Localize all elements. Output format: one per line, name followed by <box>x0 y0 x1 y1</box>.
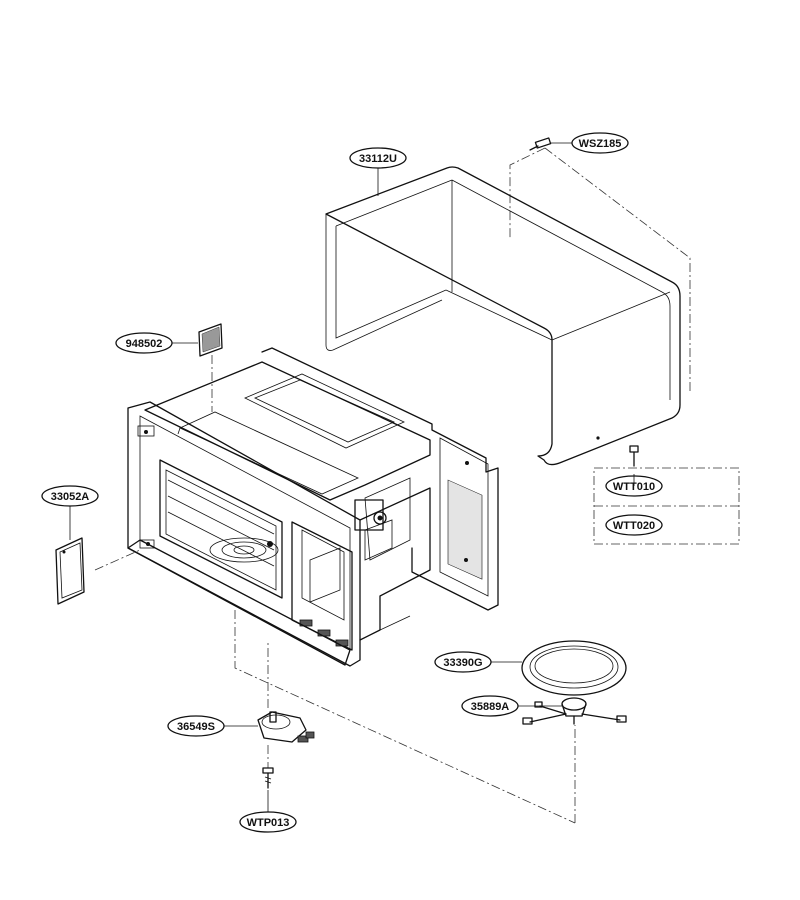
part-number-text: 948502 <box>126 338 163 350</box>
part-label-35889a: 35889A <box>461 695 519 717</box>
roller-guide-part <box>522 697 627 725</box>
part-number-text: 33112U <box>359 153 397 165</box>
part-number-text: 33052A <box>51 491 90 503</box>
turntable-motor-part <box>257 711 315 743</box>
part-number-text: 33390G <box>443 657 482 669</box>
oven-chassis-part <box>127 347 499 667</box>
side-screws-box <box>593 445 740 545</box>
waveguide-cover-part <box>55 537 85 605</box>
rear-vent-grid <box>447 479 483 580</box>
part-label-33112u: 33112U <box>349 147 407 169</box>
screw-wtp013-part <box>262 767 274 789</box>
part-label-wsz185: WSZ185 <box>571 132 629 154</box>
part-label-wtt020: WTT020 <box>605 514 663 536</box>
part-number-text: 36549S <box>177 721 215 733</box>
assembly-guide-lines <box>94 147 691 824</box>
part-number-text: WTT010 <box>613 481 655 493</box>
part-number-text: WTP013 <box>247 817 290 829</box>
part-label-wtp013: WTP013 <box>239 811 297 833</box>
part-number-text: WTT020 <box>613 520 655 532</box>
part-label-948502: 948502 <box>115 332 173 354</box>
outer-cover-part <box>325 166 681 466</box>
glass-tray-part <box>521 640 627 696</box>
part-number-text: 35889A <box>471 701 510 713</box>
part-label-36549s: 36549S <box>167 715 225 737</box>
part-label-33052a: 33052A <box>41 485 99 507</box>
part-label-33390g: 33390G <box>434 651 492 673</box>
part-number-text: WSZ185 <box>579 138 622 150</box>
filter-part <box>198 323 223 357</box>
screw-wsz185-part <box>529 137 552 151</box>
leader-lines <box>69 142 635 812</box>
part-label-wtt010: WTT010 <box>605 475 663 497</box>
